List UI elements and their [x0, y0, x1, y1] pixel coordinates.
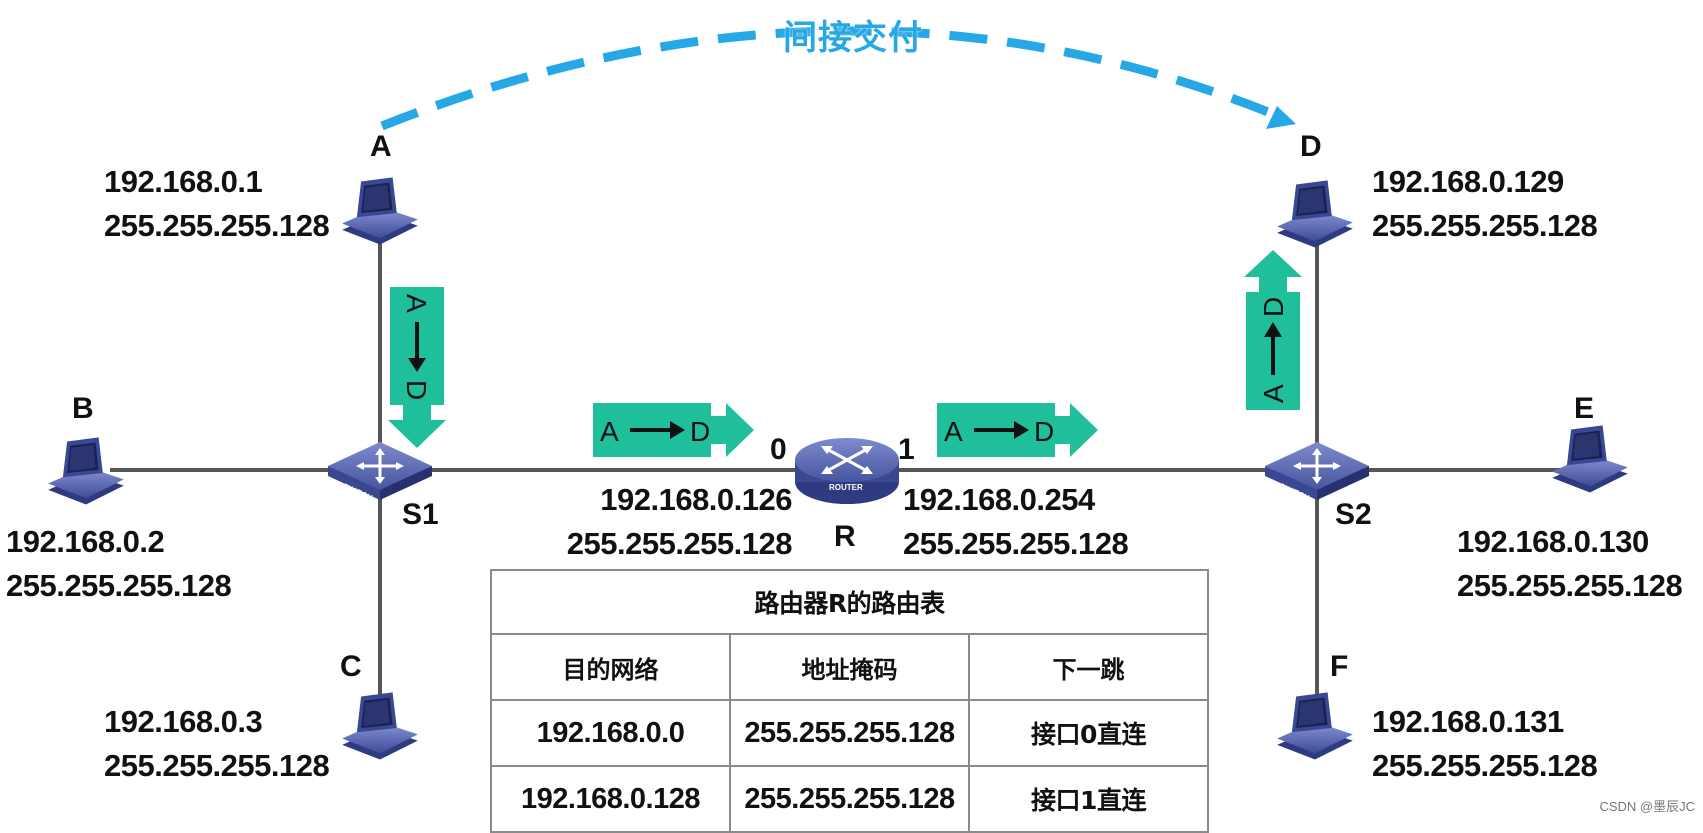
routing-table-header: 地址掩码	[729, 633, 970, 701]
packet-s2-to-d: A D	[1244, 250, 1302, 410]
host-b-mask: 255.255.255.128	[6, 568, 232, 603]
host-d-ip: 192.168.0.129	[1372, 164, 1564, 199]
router-port0-address: 192.168.0.126 255.255.255.128	[560, 478, 793, 566]
links	[110, 240, 1560, 700]
host-a-address: 192.168.0.1 255.255.255.128	[104, 160, 330, 248]
host-f-icon	[1277, 692, 1353, 760]
host-c-ip: 192.168.0.3	[104, 704, 263, 739]
host-c-icon	[342, 692, 418, 760]
indirect-delivery-title: 间接交付	[783, 18, 923, 58]
router-port1-ip: 192.168.0.254	[903, 482, 1095, 517]
table-cell-destination: 192.168.0.0	[490, 699, 731, 767]
host-e-address: 192.168.0.130 255.255.255.128	[1457, 520, 1683, 608]
packet-r-to-s2-from: A	[944, 416, 963, 447]
packet-a-to-s1: A D	[388, 287, 446, 448]
host-f-address: 192.168.0.131 255.255.255.128	[1372, 700, 1598, 788]
packet-s2-to-d-from: A	[1258, 384, 1289, 403]
host-b-ip: 192.168.0.2	[6, 524, 165, 559]
packet-s1-to-r: A D	[593, 403, 754, 457]
table-row: 192.168.0.128 255.255.255.128 接口1直连	[490, 765, 1209, 833]
router-name: R	[834, 520, 856, 553]
router-port1-mask: 255.255.255.128	[903, 526, 1129, 561]
router-port1-label: 1	[898, 433, 915, 466]
host-c-name: C	[340, 650, 362, 683]
routing-table-header: 下一跳	[968, 633, 1209, 701]
host-c-mask: 255.255.255.128	[104, 748, 330, 783]
routing-table-caption: 路由器R的路由表	[490, 569, 1209, 635]
host-f-name: F	[1330, 650, 1349, 683]
switch-s1-icon: SWITCH	[328, 442, 432, 503]
routing-table-header: 目的网络	[490, 633, 731, 701]
indirect-delivery-arrowhead	[1266, 106, 1296, 129]
host-d-icon	[1277, 180, 1353, 248]
table-cell-next-hop: 接口0直连	[968, 699, 1209, 767]
router-port0-label: 0	[770, 433, 787, 466]
host-b-name: B	[72, 392, 94, 425]
packet-r-to-s2: A D	[937, 403, 1098, 457]
router-port0-mask: 255.255.255.128	[566, 526, 793, 561]
packet-a-to-s1-to: D	[401, 380, 432, 400]
router-device-label: ROUTER	[829, 483, 863, 492]
table-row: 192.168.0.0 255.255.255.128 接口0直连	[490, 699, 1209, 767]
router-port0-ip: 192.168.0.126	[600, 482, 792, 517]
host-f-mask: 255.255.255.128	[1372, 748, 1598, 783]
switch-s2-name: S2	[1335, 498, 1372, 531]
host-e-mask: 255.255.255.128	[1457, 568, 1683, 603]
host-a-ip: 192.168.0.1	[104, 164, 263, 199]
router-icon: ROUTER	[795, 438, 899, 504]
packet-s2-to-d-to: D	[1258, 297, 1289, 317]
host-f-ip: 192.168.0.131	[1372, 704, 1564, 739]
host-d-name: D	[1300, 130, 1322, 163]
routing-table: 路由器R的路由表 目的网络 地址掩码 下一跳 192.168.0.0 255.2…	[490, 569, 1209, 833]
table-cell-destination: 192.168.0.128	[490, 765, 731, 833]
host-a-name: A	[370, 130, 392, 163]
host-d-mask: 255.255.255.128	[1372, 208, 1598, 243]
host-d-address: 192.168.0.129 255.255.255.128	[1372, 160, 1598, 248]
packet-s1-to-r-from: A	[600, 416, 619, 447]
packet-a-to-s1-from: A	[401, 294, 432, 313]
indirect-delivery-arc	[380, 26, 1285, 131]
watermark: CSDN @墨辰JC	[1599, 799, 1695, 814]
host-e-ip: 192.168.0.130	[1457, 524, 1649, 559]
packet-s1-to-r-to: D	[690, 416, 710, 447]
host-e-name: E	[1574, 392, 1595, 425]
table-cell-mask: 255.255.255.128	[729, 699, 970, 767]
table-cell-mask: 255.255.255.128	[729, 765, 970, 833]
switch-s1-name: S1	[402, 498, 439, 531]
router-port1-address: 192.168.0.254 255.255.255.128	[903, 478, 1129, 566]
table-cell-next-hop: 接口1直连	[968, 765, 1209, 833]
host-a-icon	[342, 177, 418, 245]
packet-r-to-s2-to: D	[1034, 416, 1054, 447]
host-e-icon	[1552, 425, 1628, 493]
host-a-mask: 255.255.255.128	[104, 208, 330, 243]
host-b-address: 192.168.0.2 255.255.255.128	[6, 520, 232, 608]
switch-s2-icon: SWITCH	[1265, 442, 1369, 503]
host-c-address: 192.168.0.3 255.255.255.128	[104, 700, 330, 788]
routing-table-header-row: 目的网络 地址掩码 下一跳	[490, 633, 1209, 701]
